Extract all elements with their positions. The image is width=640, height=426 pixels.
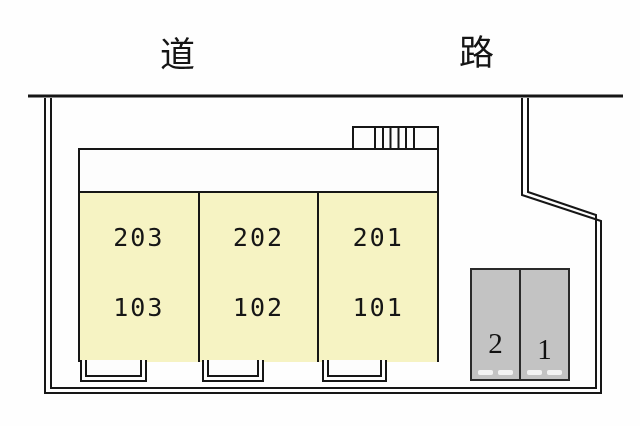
wheel-stops [472,370,519,375]
road-label-left: 道 [160,36,196,75]
wheel-stop-mark [547,370,563,375]
room-number-upper: 201 [352,223,404,252]
parking-stall-number: 1 [537,334,552,366]
building-outline: 203 103 202 102 201 101 [78,148,439,362]
property-boundary-outer [44,98,602,394]
stairs-block [352,126,439,150]
wheel-stop-mark [477,370,493,375]
parking-stall-1: 1 [519,270,568,379]
parking-stall-2: 2 [472,270,519,379]
room-number-upper: 202 [232,223,285,252]
property-boundary-inner [50,98,597,389]
room-number-lower: 103 [113,293,165,322]
room-number-lower: 101 [352,293,404,322]
stairs-hatch-icon [374,128,415,148]
wheel-stops [521,370,568,375]
wheel-stop-mark [526,370,542,375]
parking-area: 2 1 [470,268,570,381]
corridor-strip [80,150,437,191]
wheel-stop-mark [498,370,514,375]
rooms-row: 203 103 202 102 201 101 [80,191,438,362]
room-unit-202-102: 202 102 [197,193,318,362]
road-label-right: 路 [459,34,495,73]
room-number-lower: 102 [232,293,285,322]
parking-stall-number: 2 [488,328,503,360]
entrance-porch [80,360,147,382]
entrance-porch [202,360,264,382]
entrance-porch-inner [207,360,259,377]
entrance-porch [322,360,387,382]
entrance-porch-inner [327,360,382,377]
room-unit-201-101: 201 101 [317,193,438,362]
room-unit-203-103: 203 103 [80,193,198,362]
room-number-upper: 203 [113,223,165,252]
entrance-porch-inner [85,360,142,377]
